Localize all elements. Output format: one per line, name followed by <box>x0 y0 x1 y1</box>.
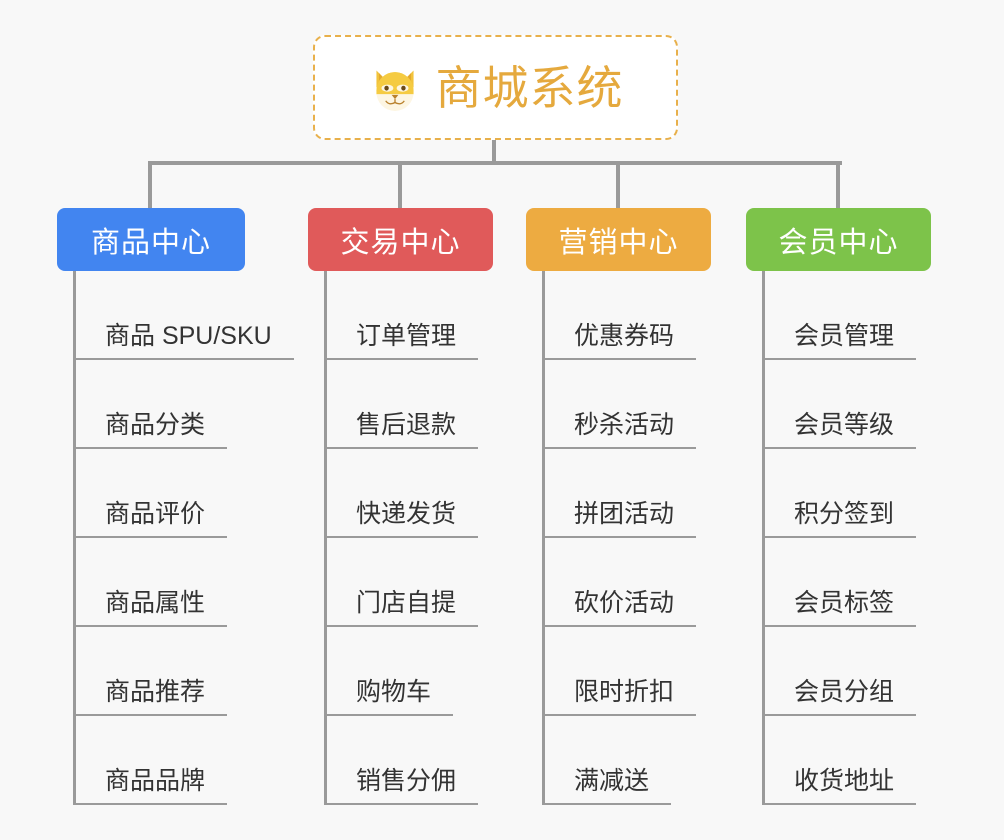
leaf-item[interactable]: 订单管理 <box>324 271 479 360</box>
leaf-list-4: 会员管理会员等级积分签到会员标签会员分组收货地址 <box>746 271 931 805</box>
branch-column-4: 会员中心会员管理会员等级积分签到会员标签会员分组收货地址 <box>746 208 931 805</box>
leaf-item-label: 限时折扣 <box>542 678 697 716</box>
leaf-item[interactable]: 会员标签 <box>762 538 917 627</box>
branch-header-label: 营销中心 <box>558 226 679 259</box>
leaf-list-1: 商品 SPU/SKU 商品分类商品评价商品属性商品推荐商品品牌 <box>57 271 294 805</box>
connector-drop-3 <box>616 161 620 208</box>
branch-column-3: 营销中心优惠券码秒杀活动拼团活动砍价活动限时折扣满减送 <box>526 208 711 805</box>
leaf-item[interactable]: 积分签到 <box>762 449 917 538</box>
leaf-item-label: 积分签到 <box>762 500 917 538</box>
leaf-item-label: 门店自提 <box>324 589 479 627</box>
leaf-item-label: 商品推荐 <box>73 678 228 716</box>
leaf-item-label: 砍价活动 <box>542 589 697 627</box>
leaf-item-label: 商品分类 <box>73 411 228 449</box>
connector-horizontal-bus <box>150 161 842 165</box>
branch-header-3[interactable]: 营销中心 <box>526 208 711 271</box>
leaf-item-label: 会员分组 <box>762 678 917 716</box>
leaf-spine <box>542 271 545 805</box>
leaf-item-label: 销售分佣 <box>324 767 479 805</box>
leaf-item-label: 会员标签 <box>762 589 917 627</box>
leaf-item[interactable]: 门店自提 <box>324 538 479 627</box>
leaf-item[interactable]: 快递发货 <box>324 449 479 538</box>
branch-header-1[interactable]: 商品中心 <box>57 208 245 271</box>
leaf-item[interactable]: 会员分组 <box>762 627 917 716</box>
connector-drop-4 <box>836 161 840 208</box>
leaf-item[interactable]: 限时折扣 <box>542 627 697 716</box>
branch-header-label: 会员中心 <box>778 226 899 259</box>
leaf-item-label: 商品 SPU/SKU <box>73 322 294 360</box>
leaf-item-label: 订单管理 <box>324 322 479 360</box>
leaf-item-label: 收货地址 <box>762 767 917 805</box>
connector-drop-1 <box>148 161 152 208</box>
branch-header-2[interactable]: 交易中心 <box>308 208 493 271</box>
leaf-item-label: 满减送 <box>542 767 672 805</box>
leaf-item[interactable]: 商品属性 <box>73 538 228 627</box>
leaf-item[interactable]: 商品 SPU/SKU <box>73 271 294 360</box>
root-title: 商城系统 <box>435 61 624 114</box>
leaf-item[interactable]: 会员等级 <box>762 360 917 449</box>
leaf-item[interactable]: 满减送 <box>542 716 672 805</box>
leaf-item[interactable]: 优惠券码 <box>542 271 697 360</box>
connector-root-stem <box>492 140 496 165</box>
leaf-item-label: 会员等级 <box>762 411 917 449</box>
leaf-list-3: 优惠券码秒杀活动拼团活动砍价活动限时折扣满减送 <box>526 271 711 805</box>
branch-header-label: 商品中心 <box>90 226 211 259</box>
shiba-dog-face-icon <box>368 62 422 116</box>
leaf-item[interactable]: 秒杀活动 <box>542 360 697 449</box>
leaf-item-label: 会员管理 <box>762 322 917 360</box>
branch-column-2: 交易中心订单管理售后退款快递发货门店自提购物车销售分佣 <box>308 208 493 805</box>
leaf-item[interactable]: 商品评价 <box>73 449 228 538</box>
leaf-item-label: 售后退款 <box>324 411 479 449</box>
branch-column-1: 商品中心商品 SPU/SKU 商品分类商品评价商品属性商品推荐商品品牌 <box>57 208 294 805</box>
branch-header-4[interactable]: 会员中心 <box>746 208 931 271</box>
leaf-item-label: 秒杀活动 <box>542 411 697 449</box>
leaf-item-label: 购物车 <box>324 678 454 716</box>
leaf-item[interactable]: 购物车 <box>324 627 454 716</box>
leaf-item[interactable]: 收货地址 <box>762 716 917 805</box>
leaf-item[interactable]: 拼团活动 <box>542 449 697 538</box>
leaf-item[interactable]: 商品品牌 <box>73 716 228 805</box>
leaf-spine <box>324 271 327 805</box>
connector-drop-2 <box>398 161 402 208</box>
leaf-item[interactable]: 商品分类 <box>73 360 228 449</box>
leaf-item[interactable]: 砍价活动 <box>542 538 697 627</box>
leaf-list-2: 订单管理售后退款快递发货门店自提购物车销售分佣 <box>308 271 493 805</box>
branch-header-label: 交易中心 <box>340 226 461 259</box>
leaf-item-label: 商品品牌 <box>73 767 228 805</box>
leaf-item[interactable]: 商品推荐 <box>73 627 228 716</box>
leaf-item-label: 商品评价 <box>73 500 228 538</box>
leaf-item-label: 拼团活动 <box>542 500 697 538</box>
leaf-spine <box>762 271 765 805</box>
leaf-spine <box>73 271 76 805</box>
root-node[interactable]: 商城系统 <box>313 35 678 140</box>
leaf-item-label: 商品属性 <box>73 589 228 627</box>
leaf-item[interactable]: 销售分佣 <box>324 716 479 805</box>
leaf-item-label: 优惠券码 <box>542 322 697 360</box>
leaf-item[interactable]: 售后退款 <box>324 360 479 449</box>
leaf-item-label: 快递发货 <box>324 500 479 538</box>
leaf-item[interactable]: 会员管理 <box>762 271 917 360</box>
